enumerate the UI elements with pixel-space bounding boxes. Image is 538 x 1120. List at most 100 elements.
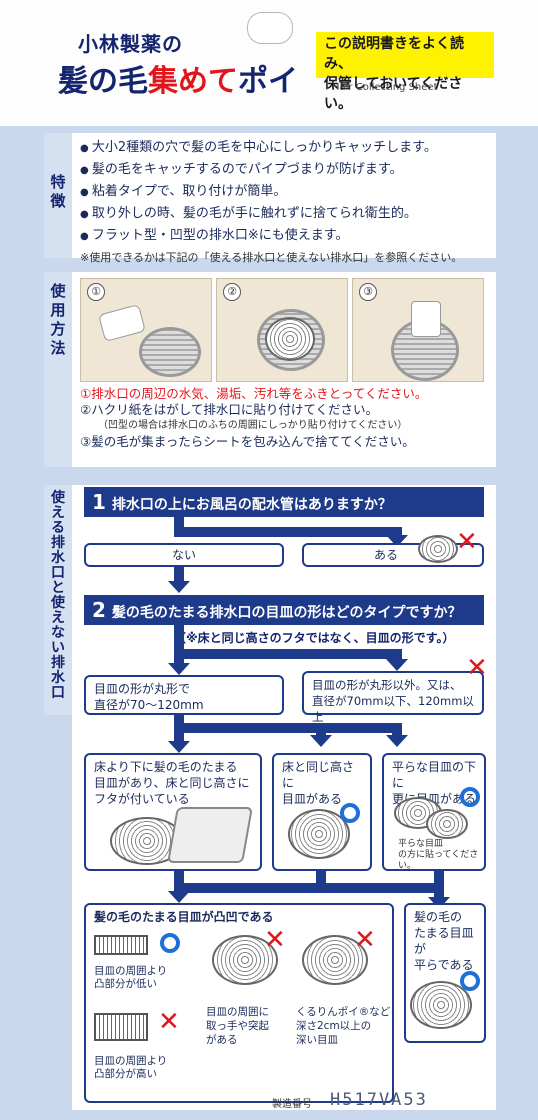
flow-label-char: 使 [51,490,65,506]
handle-line1: 目皿の周囲に [206,1006,269,1018]
low-text: 目皿の周囲より 凸部分が低い [94,965,167,991]
flow-line [174,625,184,665]
round-line1: 目皿の形が丸形で [94,682,191,696]
ok-mark [460,971,480,991]
features-list: 大小2種類の穴で髪の毛を中心にしっかりキャッチします。 髪の毛をキャッチするので… [72,133,496,264]
deep-text: くるりんポイ®など 深さ2cm以上の 深い目皿 [296,1005,390,1047]
handle-line2: 取っ手や突起 [206,1020,269,1032]
flow-line [392,723,402,737]
lid-image [167,807,253,863]
flow-line [174,567,184,583]
step-number: ② [223,283,241,301]
deep-line2: 深さ2cm以上の [296,1020,372,1032]
illustration-step2: ② [216,278,348,382]
usage-step1: ①排水口の周辺の水気、湯垢、汚れ等をふきとってください。 [80,386,428,401]
question1-text: 排水口の上にお風呂の配水管はありますか？ [111,497,392,513]
ng-mark: ✕ [158,1007,180,1037]
flow-arrow [168,663,190,675]
other-shape-box: 目皿の形が丸形以外。又は、 直径が70mm以下、120mm以上 [302,671,484,724]
answer-no-box: ない [84,543,284,567]
other-line2: 直径が70mm以下、120mm以上 [312,694,474,724]
flat-line2: たまる目皿が [414,926,474,956]
serial-number: H517VA53 [330,1090,428,1110]
type-b-line1: 床と同じ高さに [282,760,355,790]
type-b-line2: 目皿がある [282,792,343,806]
flat-line3: 平らである [414,958,474,972]
flow-line [174,527,396,537]
high-text: 目皿の周囲より 凸部分が高い [94,1055,167,1081]
brand-name: 小林製薬の [78,32,183,56]
type-a-line2: 目皿があり、床と同じ高さに [94,776,250,790]
flow-arrow [386,735,408,747]
high-line1: 目皿の周囲より [94,1055,168,1067]
handle-line3: がある [206,1034,238,1046]
question1-number: 1 [92,490,106,514]
usage-step2: ②ハクリ紙をはがして排水口に貼り付けてください。 [80,402,378,417]
feature-item: フラット型・凹型の排水口※にも使えます。 [80,225,488,247]
usage-section: ① ② ③ ①排水口の周辺の水気、湯垢、汚れ等をふきとってください。 ②ハクリ紙… [72,272,496,467]
sheet-image [411,301,441,337]
deep-strainer-image [302,935,368,985]
round-shape-box: 目皿の形が丸形で 直径が70～120mm [84,675,284,715]
question2-text: 髪の毛のたまる排水口の目皿の形はどのタイプですか？ [111,605,462,621]
high-strainer-image [94,1013,148,1041]
low-line1: 目皿の周囲より [94,965,168,977]
flow-arrow [168,891,190,903]
flow-line [316,871,326,889]
question2-number: 2 [92,598,106,622]
type-c-line1: 平らな目皿の下に [392,760,477,790]
ng-mark: ✕ [456,527,478,557]
flow-line [392,527,402,537]
question2-subtext: （※床と同じ高さのフタではなく、目皿の形です。） [174,631,455,645]
flow-arrow [386,659,408,671]
feature-item: 取り外しの時、髪の毛が手に触れずに捨てられ衛生的。 [80,203,488,225]
handle-strainer-image [212,935,278,985]
flow-label-char: い [51,640,65,656]
step-number: ① [87,283,105,301]
convex-title: 髪の毛のたまる目皿が凸凹である [94,910,274,924]
title-part3: ポイ [238,64,298,99]
type-a-line3: フタが付いている [94,792,190,806]
flow-label-char: 水 [51,670,65,686]
deep-line1: くるりんポイ®など [296,1006,391,1018]
title-part1: 髪の毛 [58,64,148,99]
ok-mark [460,787,480,807]
ok-mark [340,803,360,823]
illustration-step1: ① [80,278,212,382]
flow-arrow [168,741,190,753]
usage-label-char: 用 [50,301,66,319]
flow-line [174,649,396,659]
usage-label-char: 方 [50,320,66,338]
flow-label-char: 排 [51,535,65,551]
ng-mark: ✕ [354,925,376,955]
features-label-char: 徴 [50,192,66,210]
low-strainer-image [94,935,148,955]
ng-mark: ✕ [264,925,286,955]
question2-bar: 2 髪の毛のたまる排水口の目皿の形はどのタイプですか？ [84,595,484,625]
serial-label: 製造番号 [272,1099,312,1110]
type-c-box: 平らな目皿の下に 更に目皿がある 平らな目皿 の方に貼ってください。 [382,753,486,871]
deep-line3: 深い目皿 [296,1034,338,1046]
feature-item: 大小2種類の穴で髪の毛を中心にしっかりキャッチします。 [80,137,488,159]
drain-image [139,327,201,377]
flow-arrow [168,581,190,593]
drain-image [288,809,350,859]
drain-with-pipe-image [418,535,458,563]
flow-label-char: え [51,610,65,626]
type-a-box: 床より下に髪の毛のたまる 目皿があり、床と同じ高さに フタが付いている [84,753,262,871]
notice-line2: 保管しておいてください。 [324,76,463,112]
flow-line [174,871,184,893]
type-c-note: 平らな目皿 の方に貼ってください。 [398,839,484,872]
ng-mark: ✕ [466,653,488,683]
flat-strainer-image [410,981,472,1029]
ok-mark [160,933,180,953]
flow-label-char: と [51,580,65,596]
flow-label-char: 口 [51,565,65,581]
flow-side-text: 使 え る 排 水 口 と 使 え な い 排 水 口 [44,491,72,701]
high-line2: 凸部分が高い [94,1068,157,1080]
flow-label-char: 使 [51,595,65,611]
flow-label-char: 水 [51,550,65,566]
convex-box: 髪の毛のたまる目皿が凸凹である 目皿の周囲より 凸部分が低い ✕ 目皿の周囲より… [84,903,394,1103]
